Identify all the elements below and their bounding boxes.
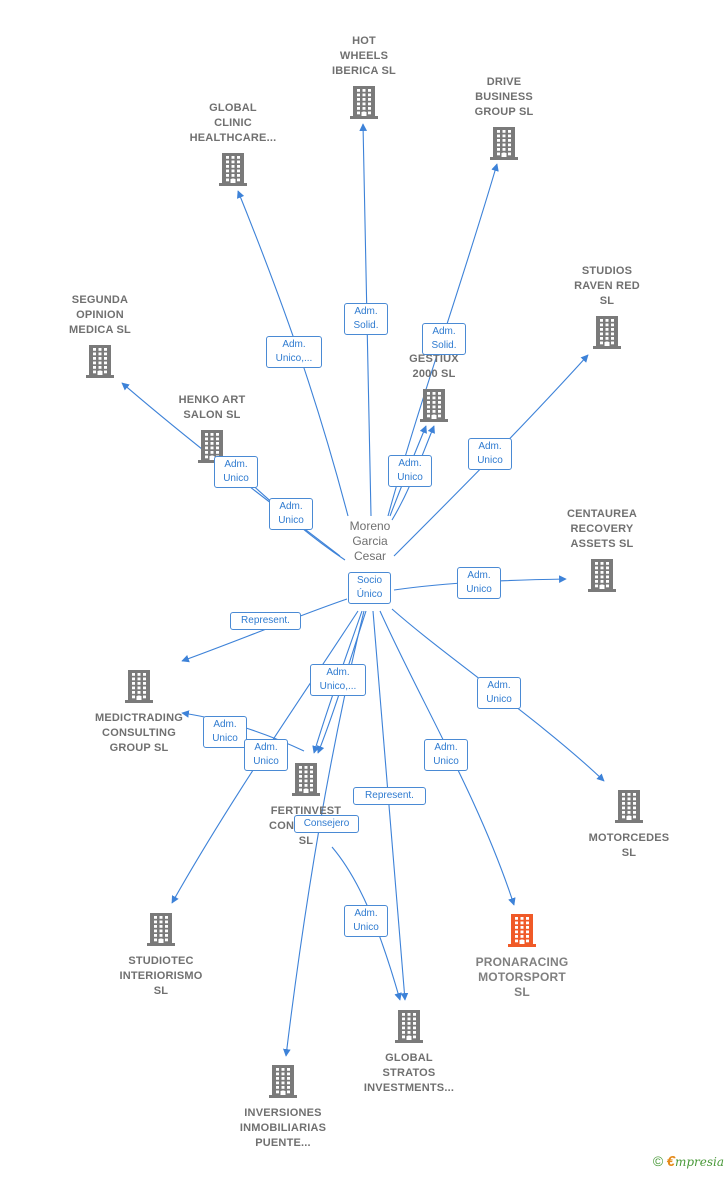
company-node-hot-wheels[interactable]: HOT WHEELS IBERICA SL xyxy=(309,35,419,119)
edge-label-gestiux: Adm. Unico xyxy=(388,455,432,487)
company-node-global-stratos[interactable]: GLOBAL STRATOS INVESTMENTS... xyxy=(349,1009,469,1094)
edge-label-studios-raven: Adm. Unico xyxy=(468,438,512,470)
company-label: GLOBAL CLINIC HEALTHCARE... xyxy=(189,102,277,144)
person-node[interactable]: Moreno Garcia Cesar xyxy=(330,519,410,564)
company-node-inversiones[interactable]: INVERSIONES INMOBILIARIAS PUENTE... xyxy=(223,1064,343,1149)
building-icon xyxy=(79,669,199,703)
building-icon xyxy=(552,315,662,349)
building-icon xyxy=(101,912,221,946)
edge-label-henko: Adm. Unico xyxy=(269,498,313,530)
edge-label-pronaracing: Adm. Unico xyxy=(424,739,468,771)
edge-label-consejero: Consejero xyxy=(294,815,359,833)
building-icon xyxy=(309,85,419,119)
company-node-global-clinic[interactable]: GLOBAL CLINIC HEALTHCARE... xyxy=(173,102,293,186)
person-label: Moreno Garcia Cesar xyxy=(349,519,391,563)
edge-label-stratos-adm: Adm. Unico xyxy=(344,905,388,937)
company-label: MEDICTRADING CONSULTING GROUP SL xyxy=(95,712,183,754)
company-node-pronaracing[interactable]: PRONARACING MOTORSPORT SL xyxy=(462,913,582,999)
building-icon xyxy=(462,913,582,947)
company-node-gestiux[interactable]: GESTIUX 2000 SL xyxy=(379,353,489,422)
building-icon xyxy=(379,388,489,422)
edge-label-centaurea: Adm. Unico xyxy=(457,567,501,599)
building-icon xyxy=(574,789,684,823)
edge-label-hot-wheels: Adm. Solid. xyxy=(344,303,388,335)
edge-label-studiotec: Adm. Unico xyxy=(244,739,288,771)
company-label: MOTORCEDES SL xyxy=(588,832,670,859)
building-icon xyxy=(449,126,559,160)
edge-label-stratos-rep: Represent. xyxy=(353,787,426,805)
copyright-symbol: © xyxy=(652,1153,664,1169)
company-node-drive-business[interactable]: DRIVE BUSINESS GROUP SL xyxy=(449,76,559,160)
company-node-centaurea[interactable]: CENTAUREA RECOVERY ASSETS SL xyxy=(547,508,657,592)
edge-medictrading xyxy=(181,710,305,752)
company-label: SEGUNDA OPINION MEDICA SL xyxy=(69,294,131,336)
building-icon xyxy=(157,429,267,463)
edge-label-fertinvest: Adm. Unico,... xyxy=(310,664,366,696)
edge-stratos-rep xyxy=(372,610,409,1001)
company-label: HENKO ART SALON SL xyxy=(178,394,246,421)
edge-label-motorcedes: Adm. Unico xyxy=(477,677,521,709)
company-node-studios-raven[interactable]: STUDIOS RAVEN RED SL xyxy=(552,265,662,349)
edge-medictrading-rep xyxy=(181,598,348,663)
edge-label-global-clinic: Adm. Unico,... xyxy=(266,336,322,368)
building-icon xyxy=(45,344,155,378)
company-node-segunda-opinion[interactable]: SEGUNDA OPINION MEDICA SL xyxy=(45,294,155,378)
building-icon xyxy=(251,762,361,796)
brand-e-logo: € xyxy=(666,1153,675,1170)
company-label: STUDIOS RAVEN RED SL xyxy=(574,265,640,307)
edge-label-medictrading: Adm. Unico xyxy=(203,716,247,748)
edge-label-segunda-opinion: Adm. Unico xyxy=(214,456,258,488)
company-label: PRONARACING MOTORSPORT SL xyxy=(475,955,569,999)
company-label: STUDIOTEC INTERIORISMO SL xyxy=(119,955,203,997)
company-label: HOT WHEELS IBERICA SL xyxy=(332,35,396,77)
edge-label-socio: Socio Único xyxy=(348,572,391,604)
company-label: GLOBAL STRATOS INVESTMENTS... xyxy=(363,1052,455,1094)
company-node-medictrading[interactable]: MEDICTRADING CONSULTING GROUP SL xyxy=(79,669,199,754)
company-node-motorcedes[interactable]: MOTORCEDES SL xyxy=(574,789,684,859)
building-icon xyxy=(173,152,293,186)
edge-label-drive-business: Adm. Solid. xyxy=(422,323,466,355)
company-label: INVERSIONES INMOBILIARIAS PUENTE... xyxy=(239,1107,327,1149)
building-icon xyxy=(547,558,657,592)
company-node-studiotec[interactable]: STUDIOTEC INTERIORISMO SL xyxy=(101,912,221,997)
company-node-henko[interactable]: HENKO ART SALON SL xyxy=(157,394,267,463)
brand-wordmark: mpresia xyxy=(674,1155,724,1169)
company-label: CENTAUREA RECOVERY ASSETS SL xyxy=(566,508,638,550)
building-icon xyxy=(223,1064,343,1098)
company-label: DRIVE BUSINESS GROUP SL xyxy=(474,76,534,118)
footer-brand[interactable]: © €mpresia xyxy=(653,1153,724,1170)
building-icon xyxy=(349,1009,469,1043)
company-label: GESTIUX 2000 SL xyxy=(409,353,459,380)
edge-label-medictrading-rep: Represent. xyxy=(230,612,301,630)
